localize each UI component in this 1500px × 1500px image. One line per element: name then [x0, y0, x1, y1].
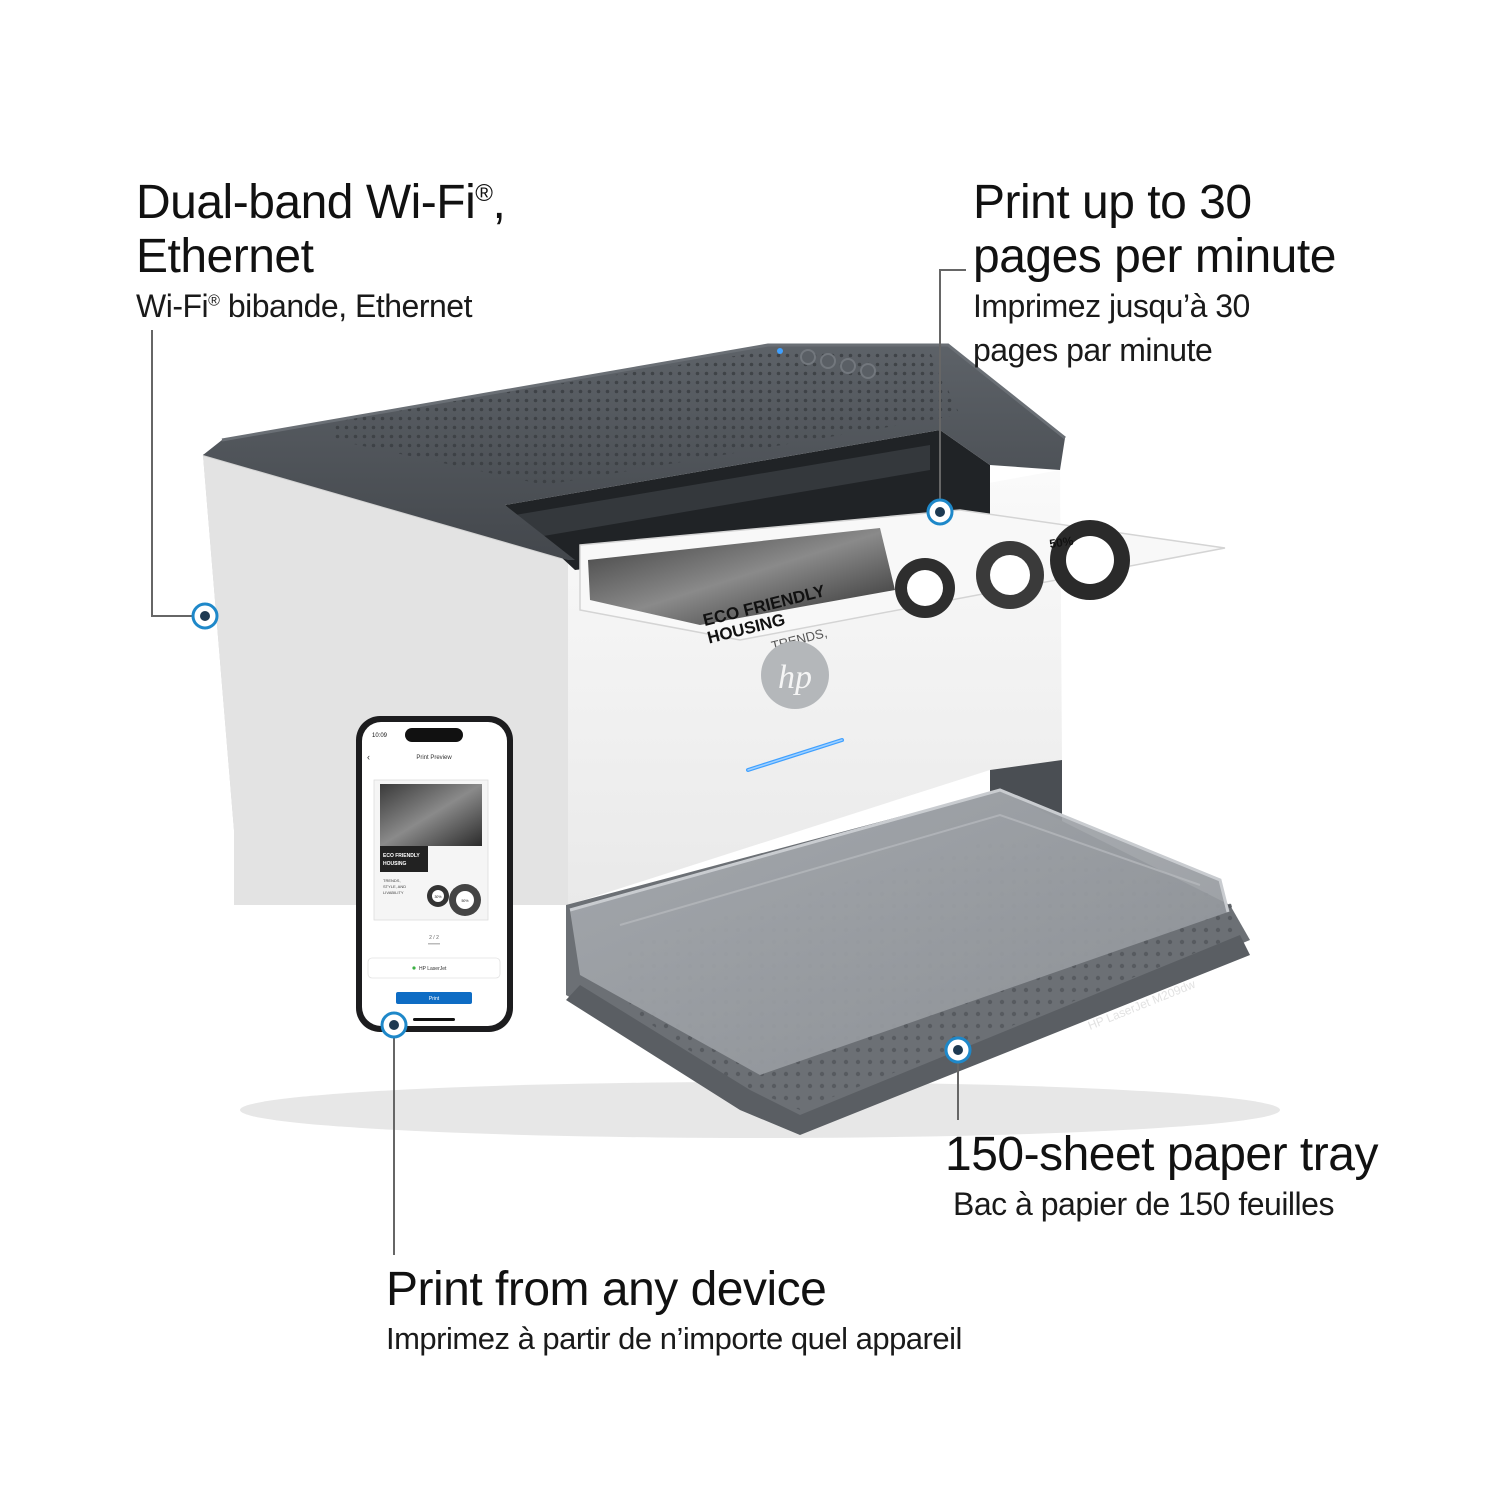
preview-headline-2: HOUSING	[383, 861, 406, 867]
print-button[interactable]	[396, 992, 472, 1004]
preview-subline-3: LIVABILITY	[383, 890, 404, 895]
hp-logo: hp	[761, 641, 829, 709]
registered-mark: ®	[475, 180, 493, 207]
preview-percent-50: 50%	[461, 899, 468, 903]
marker-speed	[926, 498, 954, 526]
page-indicator-bar	[428, 943, 440, 945]
callout-leaders	[151, 269, 966, 1255]
callout-tray: 150-sheet paper tray Bac à papier de 150…	[945, 1128, 1378, 1226]
callout-wifi-title-text: Dual-band Wi-Fi	[136, 176, 476, 229]
marker-device	[380, 1011, 408, 1039]
callout-speed-subtitle: Imprimez jusqu’à 30	[973, 288, 1250, 324]
status-light-bar	[746, 738, 844, 772]
paper-tray: HP LaserJet M209dw	[566, 788, 1250, 1135]
callout-device: Print from any device Imprimez à partir …	[386, 1263, 962, 1361]
phone-screen-title: Print Preview	[416, 755, 452, 761]
preview-percent-30: 30%	[434, 895, 441, 899]
marker-wifi	[191, 602, 219, 630]
callout-markers	[191, 498, 972, 1064]
preview-subline-1: TRENDS,	[383, 878, 401, 883]
callout-wifi-title-comma: ,	[492, 176, 506, 229]
preview-photo	[380, 784, 482, 846]
print-button-label: Print	[429, 996, 440, 1002]
smartphone: 10:09 ‹ Print Preview ECO FRIENDLY HOUSI…	[356, 716, 513, 1032]
back-chevron-icon[interactable]: ‹	[367, 752, 370, 762]
preview-subline-2: STYLE, AND	[383, 884, 406, 889]
home-indicator	[413, 1018, 455, 1021]
paper-percent-50: 50%	[1048, 534, 1074, 551]
page-indicator: 2 / 2	[429, 935, 439, 941]
callout-tray-subtitle: Bac à papier de 150 feuilles	[953, 1186, 1334, 1222]
printer-name: HP LaserJet	[419, 966, 447, 972]
leader-speed	[939, 269, 966, 505]
control-panel	[777, 348, 876, 379]
callout-device-title: Print from any device	[386, 1263, 827, 1316]
wifi-status-light	[777, 348, 783, 354]
printer-lid	[203, 343, 1066, 560]
callout-wifi-sub-rest: bibande, Ethernet	[219, 288, 473, 324]
callout-wifi-subtitle: Wi-Fi® bibande, Ethernet	[136, 284, 505, 328]
control-button-3[interactable]	[840, 358, 856, 374]
callout-speed-subtitle-line2: pages par minute	[973, 332, 1213, 368]
callout-speed-title-line2: pages per minute	[973, 230, 1336, 283]
callout-wifi-sub-text: Wi-Fi	[136, 288, 209, 324]
control-button-2[interactable]	[820, 353, 836, 369]
hp-logo-text: hp	[778, 659, 812, 696]
callout-speed: Print up to 30 pages per minute Imprimez…	[973, 176, 1336, 372]
leader-wifi	[151, 330, 193, 617]
registered-mark-sub: ®	[208, 292, 220, 310]
marker-tray	[944, 1036, 972, 1064]
output-slot	[505, 430, 990, 570]
preview-headline: ECO FRIENDLY	[383, 853, 420, 859]
callout-wifi: Dual-band Wi-Fi®, Ethernet Wi-Fi® biband…	[136, 176, 506, 328]
printer-select[interactable]	[367, 957, 501, 979]
control-button-4[interactable]	[860, 363, 876, 379]
callout-tray-title: 150-sheet paper tray	[945, 1128, 1378, 1181]
callout-speed-title: Print up to 30	[973, 176, 1252, 229]
control-button-1[interactable]	[800, 349, 816, 365]
phone-time: 10:09	[372, 733, 388, 739]
printed-page: ECO FRIENDLY HOUSING TRENDS, 50%	[579, 509, 1226, 653]
callout-device-subtitle: Imprimez à partir de n’importe quel appa…	[386, 1321, 962, 1356]
callout-wifi-title: Dual-band Wi-Fi®,	[136, 176, 506, 230]
printer-status-dot	[412, 966, 416, 970]
callout-wifi-title-line2: Ethernet	[136, 230, 314, 283]
preview-headline-block	[380, 846, 428, 872]
